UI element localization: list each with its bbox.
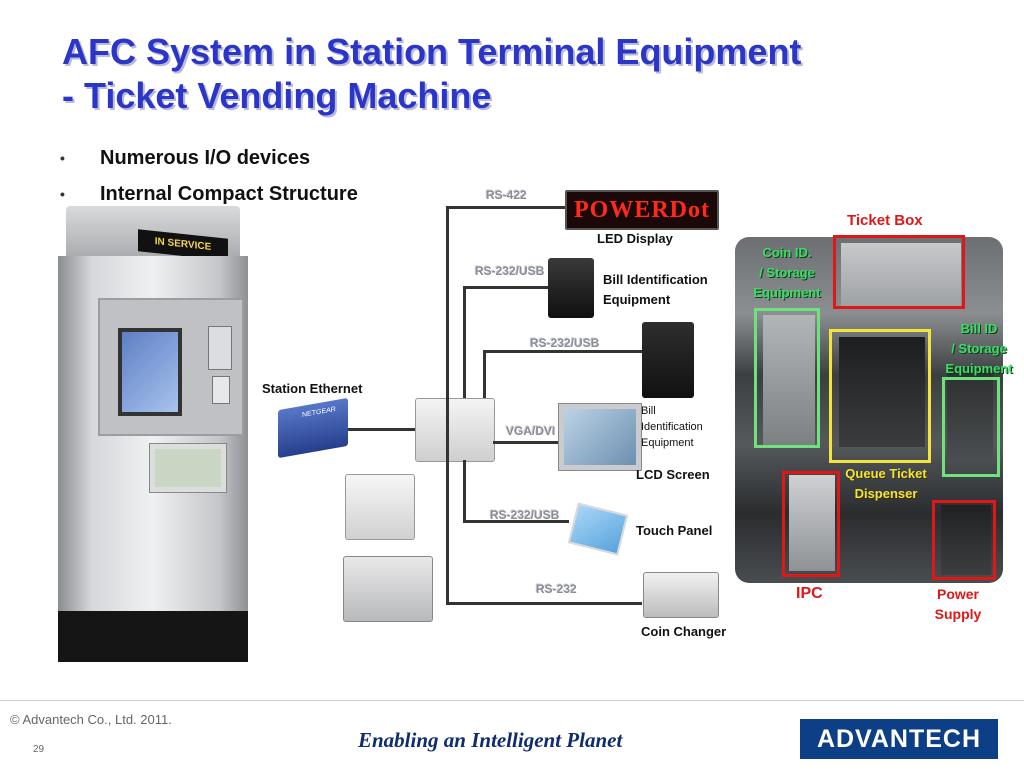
lcd-screen-label: LCD Screen xyxy=(636,467,710,482)
ticket-vending-machine-image: IN SERVICE xyxy=(58,206,248,662)
slide-title: AFC System in Station Terminal Equipment… xyxy=(62,30,962,118)
bill-id-label-line: Identification xyxy=(641,421,703,433)
kiosk-coin-slot xyxy=(212,376,230,404)
bill-storage-unit xyxy=(947,367,993,463)
interface-label-vgadvi: VGA/DVI xyxy=(506,424,556,438)
internal-structure-photo xyxy=(735,237,1003,583)
page-number: 29 xyxy=(33,744,45,755)
callout-line: / Storage xyxy=(951,341,1007,356)
wire-rs232usb-3-vertical xyxy=(463,460,466,522)
slide-title-line-1: AFC System in Station Terminal Equipment xyxy=(62,31,802,72)
callout-line: / Storage xyxy=(759,265,815,280)
coin-changer-image xyxy=(643,572,719,618)
coin-acceptor-image xyxy=(642,322,694,398)
bill-id-equipment-label: Bill Identification Equipment xyxy=(603,270,708,310)
wire-rs232usb-2-vertical xyxy=(483,350,486,398)
interface-label-rs232: RS-232 xyxy=(536,582,577,596)
touch-panel-label: Touch Panel xyxy=(636,523,713,538)
interface-label-rs232usb: RS-232/USB xyxy=(530,336,600,350)
coin-id-storage-label: Coin ID. / Storage Equipment xyxy=(742,243,832,303)
kiosk-card-slot xyxy=(208,326,232,370)
bullet-list: Numerous I/O devices Internal Compact St… xyxy=(60,140,480,212)
interface-label-rs232usb: RS-232/USB xyxy=(490,508,560,522)
bill-id-label-line: Equipment xyxy=(603,292,671,307)
coin-changer-label: Coin Changer xyxy=(641,624,727,639)
ticket-box-label: Ticket Box xyxy=(847,212,923,229)
callout-line: Power xyxy=(936,586,979,602)
wire-rs232usb-2 xyxy=(483,350,643,353)
coin-storage-unit xyxy=(763,315,815,445)
ticket-box-outline xyxy=(833,235,965,309)
queue-dispenser-unit xyxy=(839,337,925,447)
callout-line: Queue Ticket xyxy=(845,466,927,481)
power-supply-label: Power Supply xyxy=(926,584,990,624)
wire-rs232usb-1 xyxy=(463,286,548,289)
wire-ethernet xyxy=(348,428,415,431)
led-display-image: POWERDot xyxy=(565,190,719,230)
ipc-unit xyxy=(789,475,835,571)
ipc-box-image xyxy=(345,474,415,540)
station-ethernet-label: Station Ethernet xyxy=(262,381,363,396)
wire-trunk-vertical xyxy=(446,206,449,604)
lcd-screen-image xyxy=(559,404,641,470)
bill-id-storage-label: Bill ID / Storage Equipment xyxy=(936,319,1022,379)
callout-line: Dispenser xyxy=(854,486,918,501)
wire-rs232usb-3 xyxy=(463,520,569,523)
wire-rs232usb-1-vertical xyxy=(463,286,466,398)
ipc-label: IPC xyxy=(796,585,823,602)
led-sign-text: POWERDot xyxy=(574,197,710,223)
bill-id-equipment-label: Bill Identification Equipment xyxy=(641,403,703,451)
queue-ticket-outline xyxy=(829,329,931,463)
wire-rs422 xyxy=(446,206,566,209)
bullet-item: Internal Compact Structure xyxy=(60,176,480,212)
switch-brand-label: NETGEAR xyxy=(302,405,336,419)
ipc-outline xyxy=(782,471,840,577)
callout-line: Equipment xyxy=(753,285,821,300)
bill-id-label-line: Bill xyxy=(641,405,656,417)
bullet-item: Numerous I/O devices xyxy=(60,140,480,176)
ticket-box-unit xyxy=(841,243,961,307)
footer-slogan: Enabling an Intelligent Planet xyxy=(358,728,623,752)
queue-ticket-dispenser-label: Queue Ticket Dispenser xyxy=(830,464,942,504)
wire-vgadvi xyxy=(493,441,559,444)
ipc-rear-panel-image xyxy=(343,556,433,622)
led-display-label: LED Display xyxy=(597,231,673,246)
coin-id-outline xyxy=(754,308,820,448)
touch-panel-image xyxy=(567,502,629,556)
wire-rs232 xyxy=(446,602,642,605)
bill-id-label-line: Bill Identification xyxy=(603,272,708,287)
callout-line: Coin ID. xyxy=(762,245,812,260)
callout-line: Bill ID xyxy=(960,321,998,336)
kiosk-base xyxy=(58,611,248,662)
bill-acceptor-image xyxy=(548,258,594,318)
ipc-box-image xyxy=(415,398,495,462)
ethernet-switch-image: NETGEAR xyxy=(278,397,348,459)
bill-id-outline xyxy=(942,377,1000,477)
interface-label-rs422: RS-422 xyxy=(486,188,527,202)
power-supply-outline xyxy=(932,500,996,580)
power-supply-unit xyxy=(941,505,991,575)
bill-id-label-line: Equipment xyxy=(641,437,694,449)
kiosk-touch-screen xyxy=(118,328,182,416)
kiosk-ticket-display xyxy=(150,444,226,492)
callout-line: Equipment xyxy=(945,361,1013,376)
callout-line: Supply xyxy=(934,606,982,622)
copyright-text: © Advantech Co., Ltd. 2011. xyxy=(10,712,172,727)
advantech-logo: ADVANTECH xyxy=(800,719,998,759)
slide-title-line-2: - Ticket Vending Machine xyxy=(62,75,492,116)
interface-label-rs232usb: RS-232/USB xyxy=(475,264,545,278)
